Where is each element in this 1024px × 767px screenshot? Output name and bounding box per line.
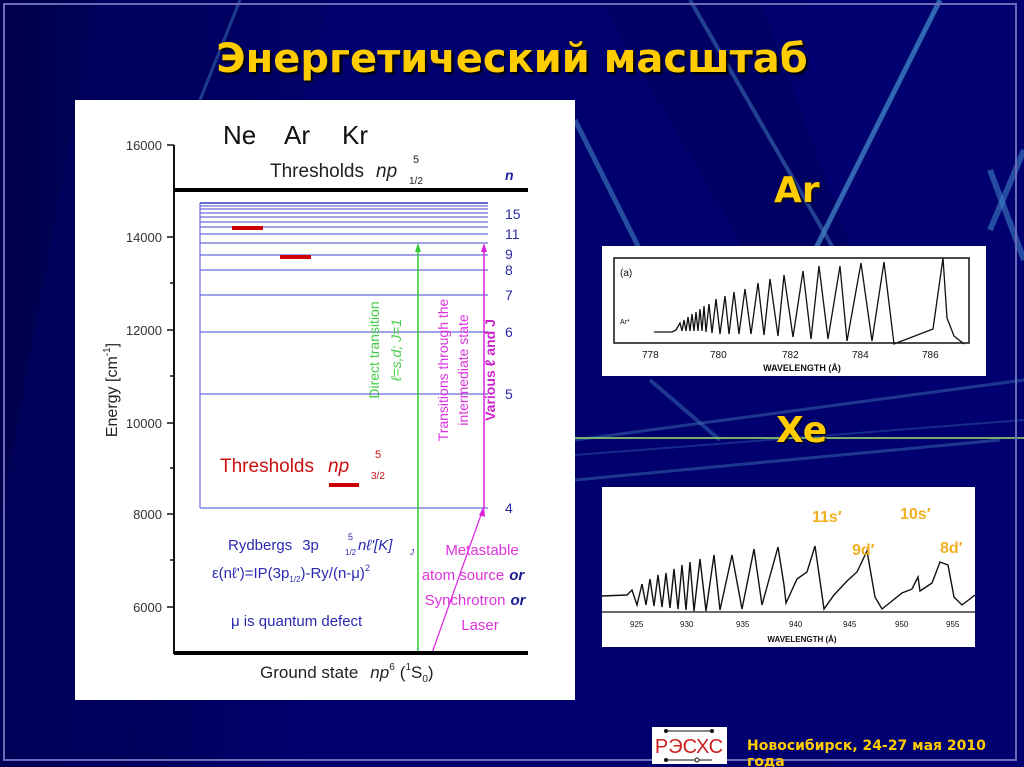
x-tick: 925: [630, 620, 644, 629]
n-label-15: 15: [505, 206, 521, 222]
x-tick: 782: [782, 350, 799, 361]
y-axis: 16000 14000 12000 10000 8000 6000 Energy…: [102, 138, 175, 654]
x-tick: 780: [710, 350, 727, 361]
x-tick: 784: [852, 350, 869, 361]
threshold-bottom-sup: 5: [375, 449, 381, 461]
threshold-bottom-sub: 3/2: [371, 471, 385, 482]
x-tick: 950: [895, 620, 909, 629]
rydbergs-sup: 5: [348, 532, 353, 542]
source-line-4: Laser: [461, 617, 499, 634]
x-tick: 930: [680, 620, 694, 629]
rydberg-levels: [199, 202, 488, 509]
annotation-10s: 10s′: [900, 506, 931, 523]
n-label-8: 8: [505, 262, 513, 278]
y-tick-6000: 6000: [133, 600, 162, 615]
conference-logo: РЭСХС: [652, 727, 727, 764]
panel-tag: (a): [620, 268, 632, 279]
annotation-8d: 8d′: [940, 540, 963, 557]
logo-text: РЭСХС: [655, 736, 723, 758]
n-header: n: [505, 167, 514, 183]
x-axis-label: WAVELENGTH (Å): [763, 363, 841, 373]
slide-title: Энергетический масштаб: [216, 36, 808, 82]
y-axis-label: Energy [cm-1]: [102, 343, 121, 437]
y-tick-12000: 12000: [126, 323, 162, 338]
element-ar: Ar: [284, 120, 310, 150]
quantum-defect-note: μ is quantum defect: [231, 613, 363, 630]
y-tick-14000: 14000: [126, 230, 162, 245]
x-tick: 786: [922, 350, 939, 361]
energy-formula: ε(nℓ')=IP(3p1/2)-Ry/(n-μ)2: [212, 563, 370, 584]
xe-label: Xe: [776, 410, 828, 451]
y-tick-8000: 8000: [133, 507, 162, 522]
transitions-label-2: intermediate state: [455, 314, 471, 425]
annotation-11s: 11s′: [812, 509, 842, 526]
arrowhead-icon: [481, 243, 487, 252]
rydbergs-tail: nℓ'[K]: [358, 537, 393, 554]
n-label-6: 6: [505, 324, 513, 340]
n-label-5: 5: [505, 386, 513, 402]
x-axis-label: WAVELENGTH (Å): [767, 635, 837, 644]
direct-transition-rule: ℓ=s,d; J=1: [388, 319, 404, 382]
element-kr: Kr: [342, 120, 368, 150]
trace-tag: Ar*: [620, 319, 630, 326]
element-ne: Ne: [223, 120, 256, 150]
n-label-9: 9: [505, 246, 513, 262]
threshold-top-sub: 1/2: [409, 176, 423, 187]
y-tick-10000: 10000: [126, 416, 162, 431]
arrowhead-icon: [479, 506, 485, 517]
footer-location-date: Новосибирск, 24-27 мая 2010 года: [747, 738, 986, 767]
ar-label: Ar: [774, 170, 820, 211]
excitation-arrow: [431, 511, 483, 654]
n-label-11: 11: [505, 226, 520, 242]
y-tick-16000: 16000: [126, 138, 162, 153]
n-label-7: 7: [505, 287, 513, 303]
x-tick: 935: [736, 620, 750, 629]
x-tick: 945: [843, 620, 857, 629]
rydbergs-sub: 1/2: [345, 548, 357, 557]
x-tick: 940: [789, 620, 803, 629]
source-line-1: Metastable: [445, 542, 518, 559]
n-label-4: 4: [505, 500, 513, 516]
ar-spectrum: (a) Ar* 778 780 782 784 786 WAVELENGTH (…: [602, 246, 986, 376]
rydbergs-J: J: [409, 548, 415, 557]
x-tick: 955: [946, 620, 960, 629]
arrowhead-icon: [415, 243, 421, 252]
transitions-label-1: Transitions through the: [435, 298, 451, 441]
xe-spectrum: 925 930 935 940 945 950 955 WAVELENGTH (…: [602, 487, 975, 647]
threshold-top-sup: 5: [413, 154, 419, 166]
annotation-9d: 9d′: [852, 542, 875, 559]
transitions-label-3: Various ℓ and J: [482, 319, 498, 421]
energy-level-diagram: 16000 14000 12000 10000 8000 6000 Energy…: [75, 100, 575, 700]
x-tick: 778: [642, 350, 659, 361]
direct-transition-label: Direct transition: [366, 301, 382, 398]
